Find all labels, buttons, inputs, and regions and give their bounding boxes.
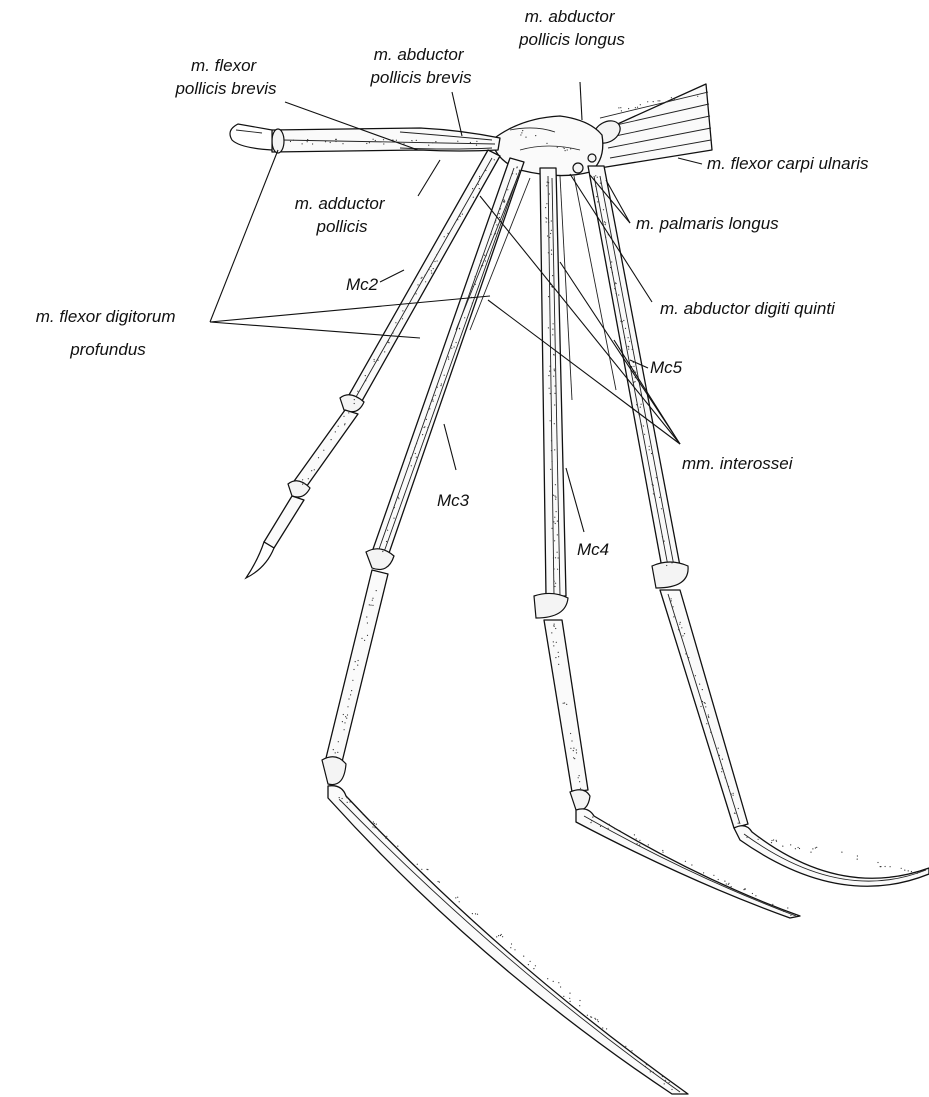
digit-2-claw [246, 542, 274, 578]
label-palmaris-longus: m. palmaris longus [636, 214, 779, 233]
leader-adductor-pollicis [418, 160, 440, 196]
thumb [230, 124, 500, 153]
labels: m. abductor pollicis longus m. flexor po… [36, 7, 869, 559]
leader-flexor-carpi-ulnaris [678, 158, 702, 164]
label-mc2: Mc2 [346, 275, 379, 294]
leader-mc4 [566, 468, 584, 532]
leader-abductor-pollicis-longus [580, 82, 582, 120]
leader-mc2 [380, 270, 404, 282]
leader-interossei-1 [480, 196, 680, 444]
label-flexor-carpi-ulnaris: m. flexor carpi ulnaris [707, 154, 869, 173]
label-flexor-digitorum-profundus: m. flexor digitorum profundus [36, 307, 181, 359]
digit-3 [322, 158, 688, 1094]
thumb-claw [230, 124, 272, 150]
label-mc4: Mc4 [577, 540, 609, 559]
leader-abductor-pollicis-brevis [452, 92, 462, 136]
label-mc3: Mc3 [437, 491, 470, 510]
leader-flexor-digitorum-2 [210, 296, 490, 322]
label-mc5: Mc5 [650, 358, 683, 377]
label-abductor-pollicis-brevis: m. abductor pollicis brevis [369, 45, 472, 87]
label-abductor-digiti-quinti: m. abductor digiti quinti [660, 299, 836, 318]
label-adductor-pollicis: m. adductor pollicis [295, 194, 390, 236]
label-flexor-pollicis-brevis: m. flexor pollicis brevis [174, 56, 277, 98]
label-abductor-pollicis-longus: m. abductor pollicis longus [518, 7, 625, 49]
label-mm-interossei: mm. interossei [682, 454, 794, 473]
digit-5 [588, 166, 929, 886]
leader-mc3 [444, 424, 456, 470]
leader-flexor-digitorum-1 [210, 150, 278, 322]
